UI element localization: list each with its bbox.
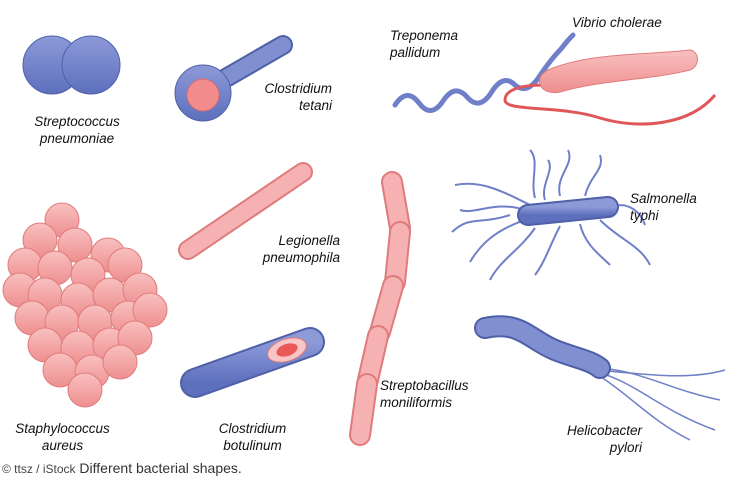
caption-text: Different bacterial shapes. [79,460,242,476]
label-line: aureus [41,438,84,453]
coccus-cell [102,344,138,380]
label-line: pneumophila [262,250,340,265]
streptobacillus-shape [349,171,411,446]
label-salmonella: Salmonella typhi [630,190,697,224]
label-clostridium-tetani: Clostridium tetani [240,80,332,114]
streptococcus-shape [22,35,121,95]
image-credit: © ttsz / iStock [2,462,76,476]
treponema-shape [392,32,576,113]
label-line: Streptobacillus [380,378,469,393]
vibrio-shape [503,49,717,126]
label-line: Salmonella [630,191,697,206]
bacillus-segment [383,173,409,237]
coccus-cell [132,292,168,328]
label-line: Treponema [390,28,459,43]
label-staphylococcus: Staphylococcus aureus [0,420,125,454]
salmonella-shape [451,149,651,281]
label-line: typhi [630,208,659,223]
label-vibrio: Vibrio cholerae [572,14,662,31]
label-line: Helicobacter [566,423,642,438]
coccus-cell [67,372,103,408]
bacillus-segment [351,375,376,444]
caption: © ttsz / iStock Different bacterial shap… [2,460,242,476]
legionella-shape [178,162,313,260]
label-legionella: Legionella pneumophila [240,232,340,266]
label-line: Clostridium [218,421,287,436]
bacillus-segment [386,223,409,291]
bacillus-segment [359,327,387,389]
label-line: Legionella [278,233,340,248]
clostridium-botulinum-shape [180,327,325,398]
coccus-cell [57,227,93,263]
label-streptobacillus: Streptobacillus moniliformis [380,377,469,411]
label-treponema: Treponema pallidum [390,27,458,61]
staphylococcus-shape [2,202,168,408]
label-line: Vibrio cholerae [572,15,662,30]
label-line: pylori [609,440,642,455]
label-helicobacter: Helicobacter pylori [540,422,642,456]
helicobacter-shape [474,315,726,441]
label-line: pneumoniae [39,131,115,146]
clostridium-tetani-shape [174,35,293,122]
label-line: Staphylococcus [15,421,110,436]
label-line: moniliformis [380,395,453,410]
label-line: botulinum [223,438,282,453]
label-line: Clostridium [264,81,332,96]
label-streptococcus: Streptococcus pneumoniae [18,113,136,147]
label-line: pallidum [390,45,441,60]
label-clostridium-botulinum: Clostridium botulinum [200,420,305,454]
label-line: tetani [298,98,332,113]
label-line: Streptococcus [34,114,120,129]
bacillus-segment [371,277,402,341]
